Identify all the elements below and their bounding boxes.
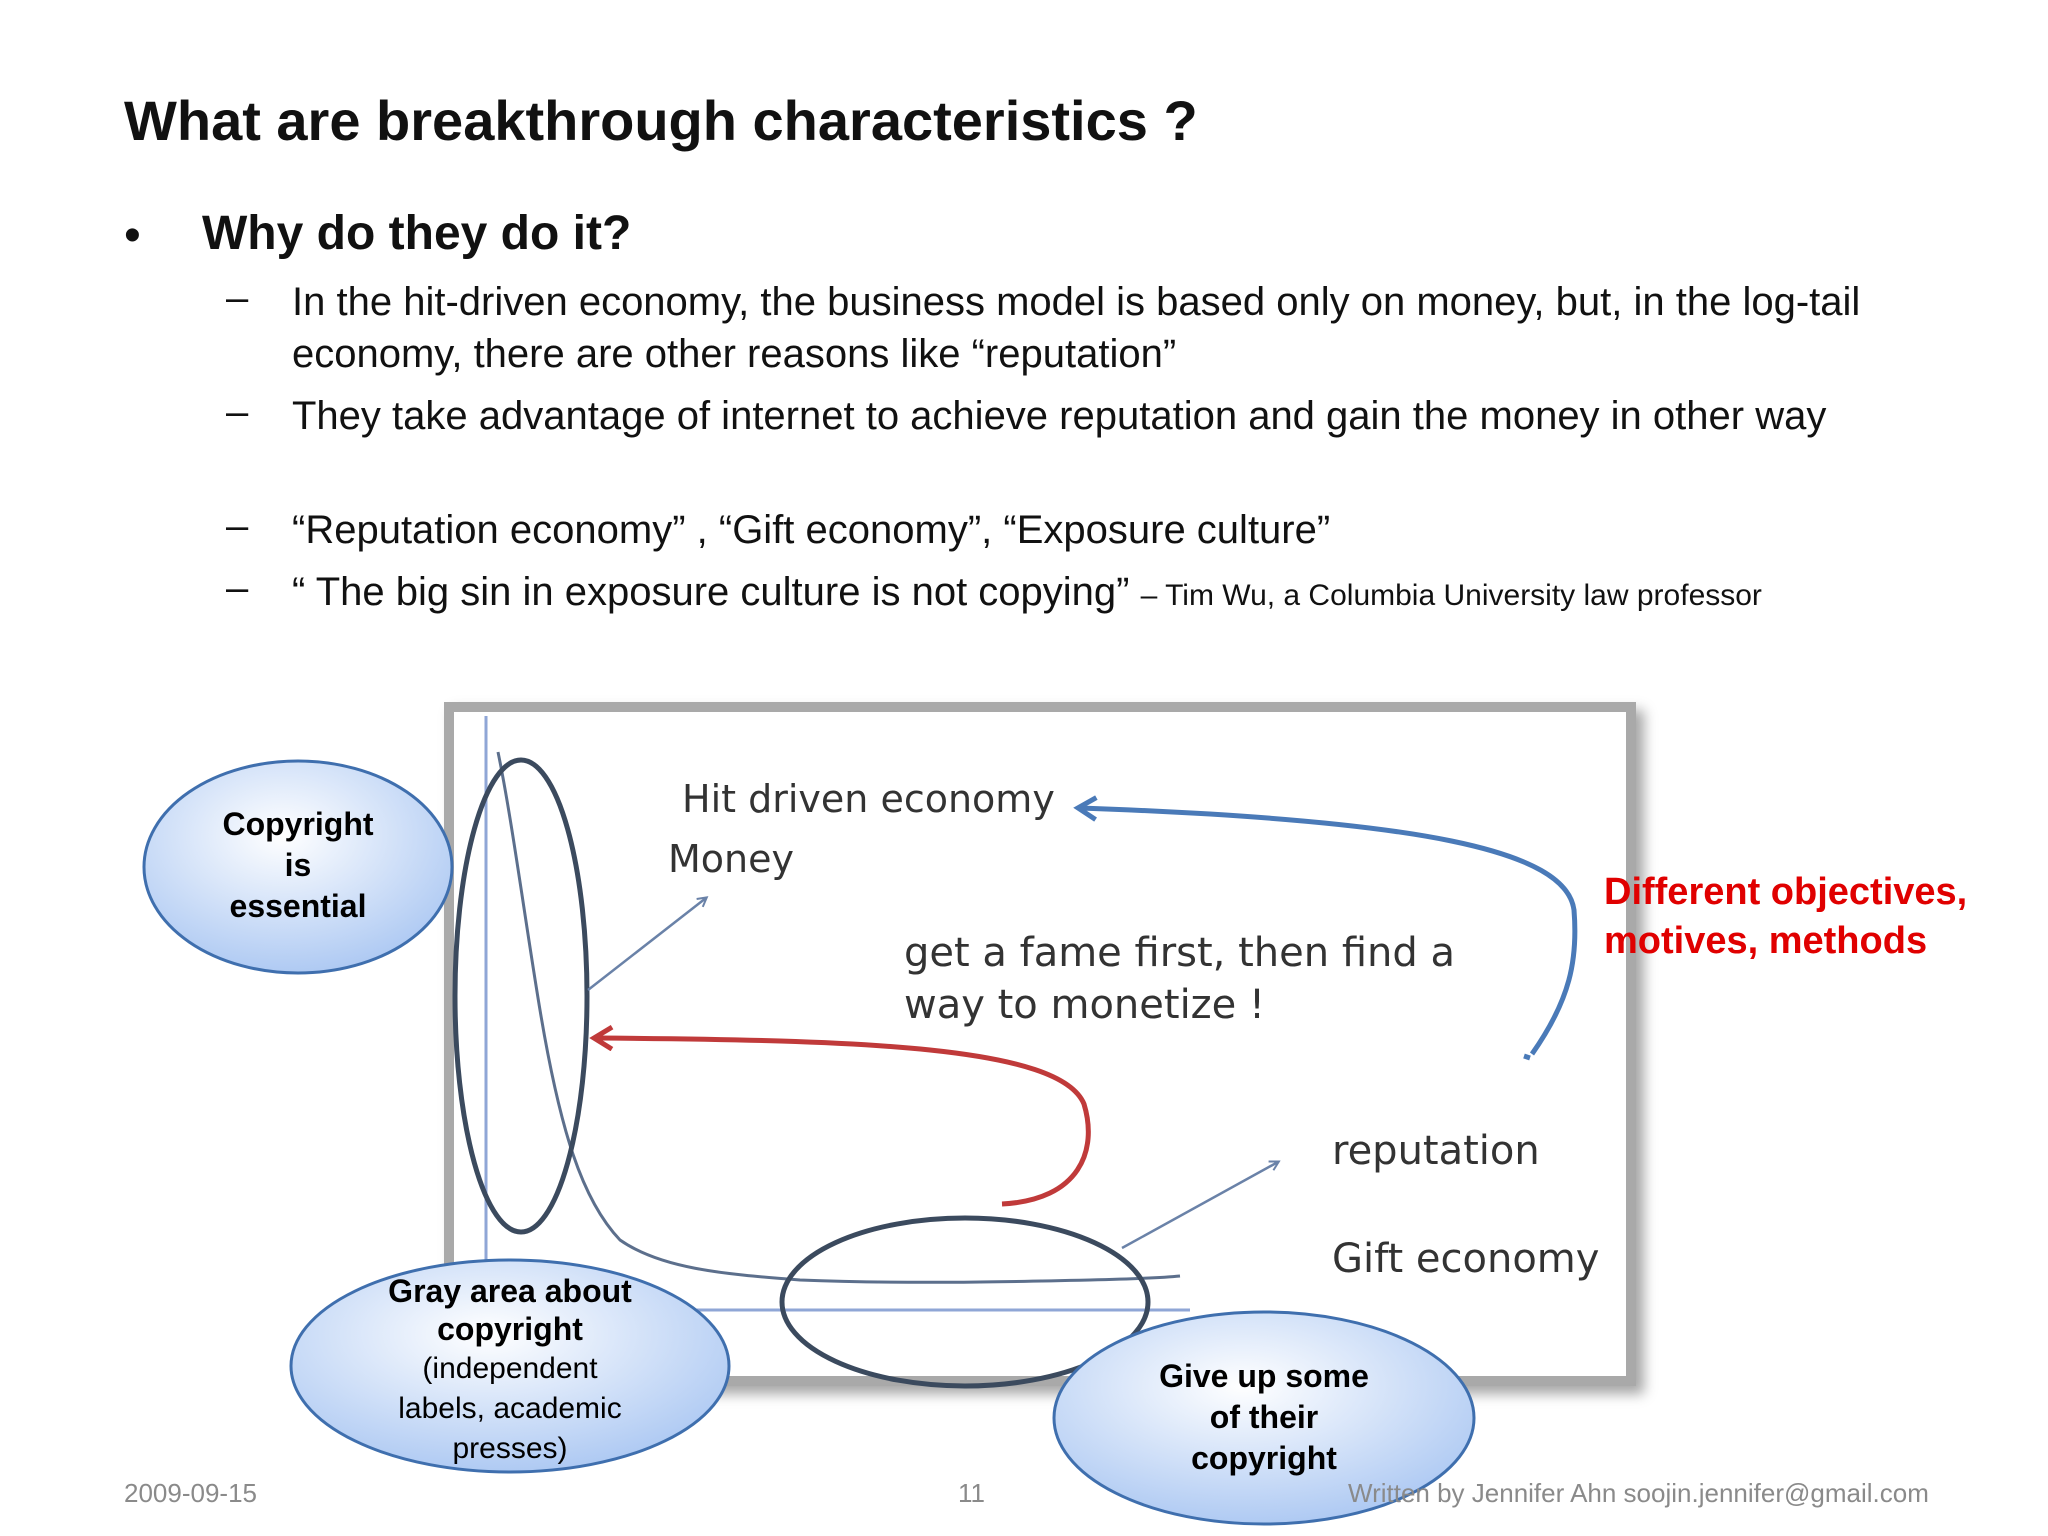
head-ellipse <box>452 757 590 1235</box>
copyright-bubble-line1: Copyright <box>222 806 374 842</box>
fame-line-2: way to monetize ! <box>904 982 1265 1028</box>
subitem-1: In the hit-driven economy, the business … <box>292 280 1861 376</box>
tail-ellipse <box>779 1215 1151 1389</box>
objectives-note: Different objectives, motives, methods <box>1604 868 1967 966</box>
slide-title: What are breakthrough characteristics ? <box>124 89 1198 152</box>
subitem-2: They take advantage of internet to achie… <box>292 394 1827 438</box>
subitem-4: “ The big sin in exposure culture is not… <box>292 566 1952 622</box>
give-up-line3: copyright <box>1191 1440 1337 1476</box>
gray-area-line1: Gray area about <box>388 1273 632 1309</box>
graph-frame <box>444 702 1636 1386</box>
gray-area-bubble: Gray area about copyright (independent l… <box>310 1272 710 1468</box>
dash-marker: – <box>226 504 249 548</box>
give-up-line2: of their <box>1209 1399 1319 1435</box>
footer-page-number: 11 <box>958 1478 985 1508</box>
copyright-bubble-shape <box>142 759 454 975</box>
give-up-line1: Give up some <box>1159 1358 1369 1394</box>
fame-line-1: get a fame first, then find a <box>904 930 1455 976</box>
give-up-bubble-shape <box>1052 1310 1476 1526</box>
footer-author: Written by Jennifer Ahn soojin.jennifer@… <box>1348 1478 1929 1508</box>
objectives-note-line2: motives, methods <box>1604 920 1928 962</box>
gift-economy-label: Gift economy <box>1332 1236 1599 1282</box>
gray-area-line5: presses) <box>452 1432 568 1465</box>
dash-marker: – <box>226 276 249 320</box>
objectives-note-line1: Different objectives, <box>1604 871 1968 913</box>
give-up-bubble: Give up some of their copyright <box>1064 1356 1464 1479</box>
reputation-label: reputation <box>1332 1128 1540 1174</box>
bullet-marker: • <box>124 209 141 262</box>
footer-date: 2009-09-15 <box>124 1478 257 1508</box>
copyright-bubble-line3: essential <box>229 888 367 924</box>
dash-marker: – <box>226 390 249 434</box>
copyright-bubble: Copyright is essential <box>164 804 432 927</box>
long-tail-curve <box>496 751 1181 1284</box>
reputation-pointer-arrow <box>1121 1162 1278 1250</box>
subitem-3: “Reputation economy” , “Gift economy”, “… <box>292 508 1331 552</box>
dash-marker: – <box>226 566 249 610</box>
red-curved-arrow <box>596 1038 1091 1207</box>
bullet-heading: Why do they do it? <box>202 207 632 260</box>
gray-area-line3: (independent <box>422 1352 598 1385</box>
hit-driven-label: Hit driven economy <box>682 777 1055 821</box>
gray-area-line2: copyright <box>437 1311 583 1347</box>
blue-curved-arrow <box>1080 808 1578 1056</box>
copyright-bubble-line2: is <box>284 847 312 883</box>
money-pointer-arrow <box>587 898 706 991</box>
blue-arrow-tail <box>1523 1053 1531 1061</box>
gray-area-bubble-shape <box>289 1258 731 1474</box>
money-label: Money <box>668 837 794 881</box>
gray-area-line4: labels, academic <box>398 1392 622 1425</box>
subitem-4-attribution: – Tim Wu, a Columbia University law prof… <box>1140 579 1762 612</box>
subitem-4-quote: “ The big sin in exposure culture is not… <box>292 570 1130 614</box>
